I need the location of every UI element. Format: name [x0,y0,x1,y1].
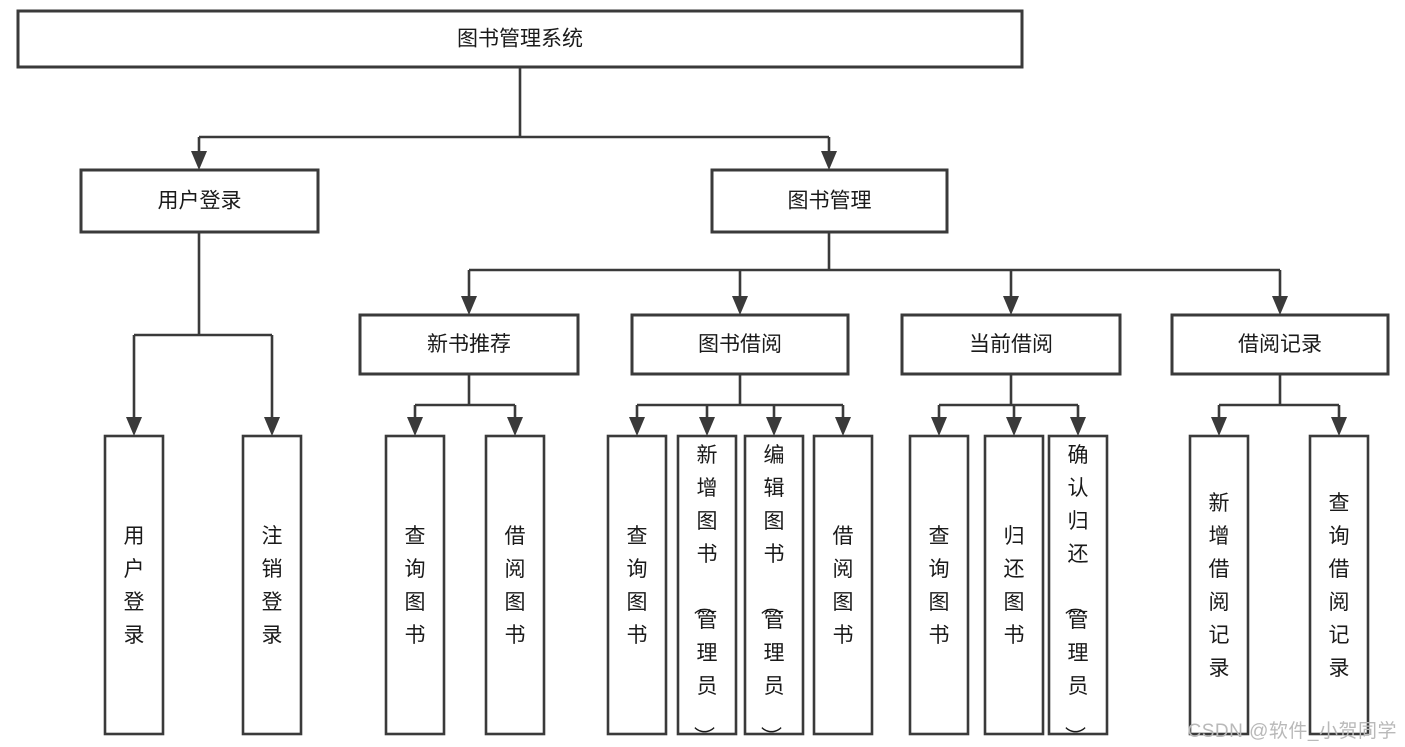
leafgroup-1-child-3-arrow-icon [835,417,851,436]
node-level2-0[interactable]: 用户登录 [79,168,320,234]
node-level3-3-label: 借阅记录 [1238,333,1322,356]
node-leaf-9[interactable]: 归还图书 [983,434,1045,736]
leafgroup-0-child-1-arrow-icon [507,417,523,436]
node-leaf-4[interactable]: 查询图书 [606,434,668,736]
leafgroup-1-child-2-arrow-icon [766,417,782,436]
user-login-leaf-1-arrow-icon [264,417,280,436]
node-leaf-0-box [103,434,165,736]
node-leaf-3[interactable]: 借阅图书 [484,434,546,736]
node-leaf-7[interactable]: 借阅图书 [812,434,874,736]
node-level3-2-label: 当前借阅 [969,333,1053,356]
node-root-label: 图书管理系统 [457,28,583,51]
leafgroup-3-child-0-arrow-icon [1211,417,1227,436]
level2-1-arrow-icon [821,151,837,170]
node-leaf-5-label: 新增图书（管理员） [692,444,718,747]
node-level2-0-label: 用户登录 [158,190,242,213]
node-leaf-8[interactable]: 查询图书 [908,434,970,736]
leafgroup-1-child-0-arrow-icon [629,417,645,436]
node-leaf-1-label: 注销登录 [262,525,283,647]
node-leaf-11-box [1188,434,1250,736]
leafgroup-2-child-2-arrow-icon [1070,417,1086,436]
node-level3-2[interactable]: 当前借阅 [900,313,1122,376]
node-leaf-2[interactable]: 查询图书 [384,434,446,736]
leafgroup-2-child-0-arrow-icon [931,417,947,436]
level2-0-arrow-icon [191,151,207,170]
node-root-box [16,9,1024,69]
node-leaf-11[interactable]: 新增借阅记录 [1188,434,1250,736]
node-leaf-12[interactable]: 查询借阅记录 [1308,434,1370,736]
level3-1-arrow-icon [732,296,748,315]
node-level3-0-label: 新书推荐 [427,333,511,356]
node-leaf-12-box [1308,434,1370,736]
node-leaf-6-box [743,434,805,736]
node-leaf-6-label: 编辑图书（管理员） [759,444,785,747]
node-leaf-10-label: 确认归还（管理员） [1063,444,1089,747]
leafgroup-2-child-1-arrow-icon [1006,417,1022,436]
node-leaf-4-box [606,434,668,736]
node-leaf-3-box [484,434,546,736]
user-login-leaf-0-arrow-icon [126,417,142,436]
node-leaf-12-label: 查询借阅记录 [1329,492,1350,680]
node-level3-3[interactable]: 借阅记录 [1170,313,1390,376]
node-level3-3-box [1170,313,1390,376]
leafgroup-1-child-1-arrow-icon [699,417,715,436]
node-leaf-2-label: 查询图书 [405,525,426,647]
node-leaf-7-label: 借阅图书 [833,525,854,647]
node-leaf-11-label: 新增借阅记录 [1209,492,1230,680]
node-leaf-3-label: 借阅图书 [505,525,526,647]
node-leaf-6[interactable]: 编辑图书（管理员） [743,434,805,747]
node-level3-0-box [358,313,580,376]
node-leaf-7-box [812,434,874,736]
node-leaf-1-box [241,434,303,736]
level3-3-arrow-icon [1272,296,1288,315]
node-level2-1[interactable]: 图书管理 [710,168,949,234]
node-leaf-2-box [384,434,446,736]
node-root[interactable]: 图书管理系统 [16,9,1024,69]
node-leaf-10-box [1047,434,1109,736]
node-leaf-4-label: 查询图书 [627,525,648,647]
level3-2-arrow-icon [1003,296,1019,315]
node-leaf-10[interactable]: 确认归还（管理员） [1047,434,1109,747]
leafgroup-0-child-0-arrow-icon [407,417,423,436]
node-leaf-0-label: 用户登录 [124,525,145,647]
node-level2-1-box [710,168,949,234]
level3-0-arrow-icon [461,296,477,315]
node-leaf-5[interactable]: 新增图书（管理员） [676,434,738,747]
node-level2-0-box [79,168,320,234]
node-level2-1-label: 图书管理 [788,190,872,213]
node-leaf-1[interactable]: 注销登录 [241,434,303,736]
node-level3-0[interactable]: 新书推荐 [358,313,580,376]
node-layer: 图书管理系统用户登录图书管理新书推荐图书借阅当前借阅借阅记录用户登录注销登录查询… [16,9,1390,747]
node-level3-1-label: 图书借阅 [698,333,782,356]
node-level3-1[interactable]: 图书借阅 [630,313,850,376]
node-level3-2-box [900,313,1122,376]
node-leaf-0[interactable]: 用户登录 [103,434,165,736]
node-leaf-9-label: 归还图书 [1004,525,1025,647]
node-leaf-8-label: 查询图书 [929,525,950,647]
node-leaf-8-box [908,434,970,736]
connector-layer [126,67,1347,436]
node-level3-1-box [630,313,850,376]
leafgroup-3-child-1-arrow-icon [1331,417,1347,436]
node-leaf-9-box [983,434,1045,736]
node-leaf-5-box [676,434,738,736]
